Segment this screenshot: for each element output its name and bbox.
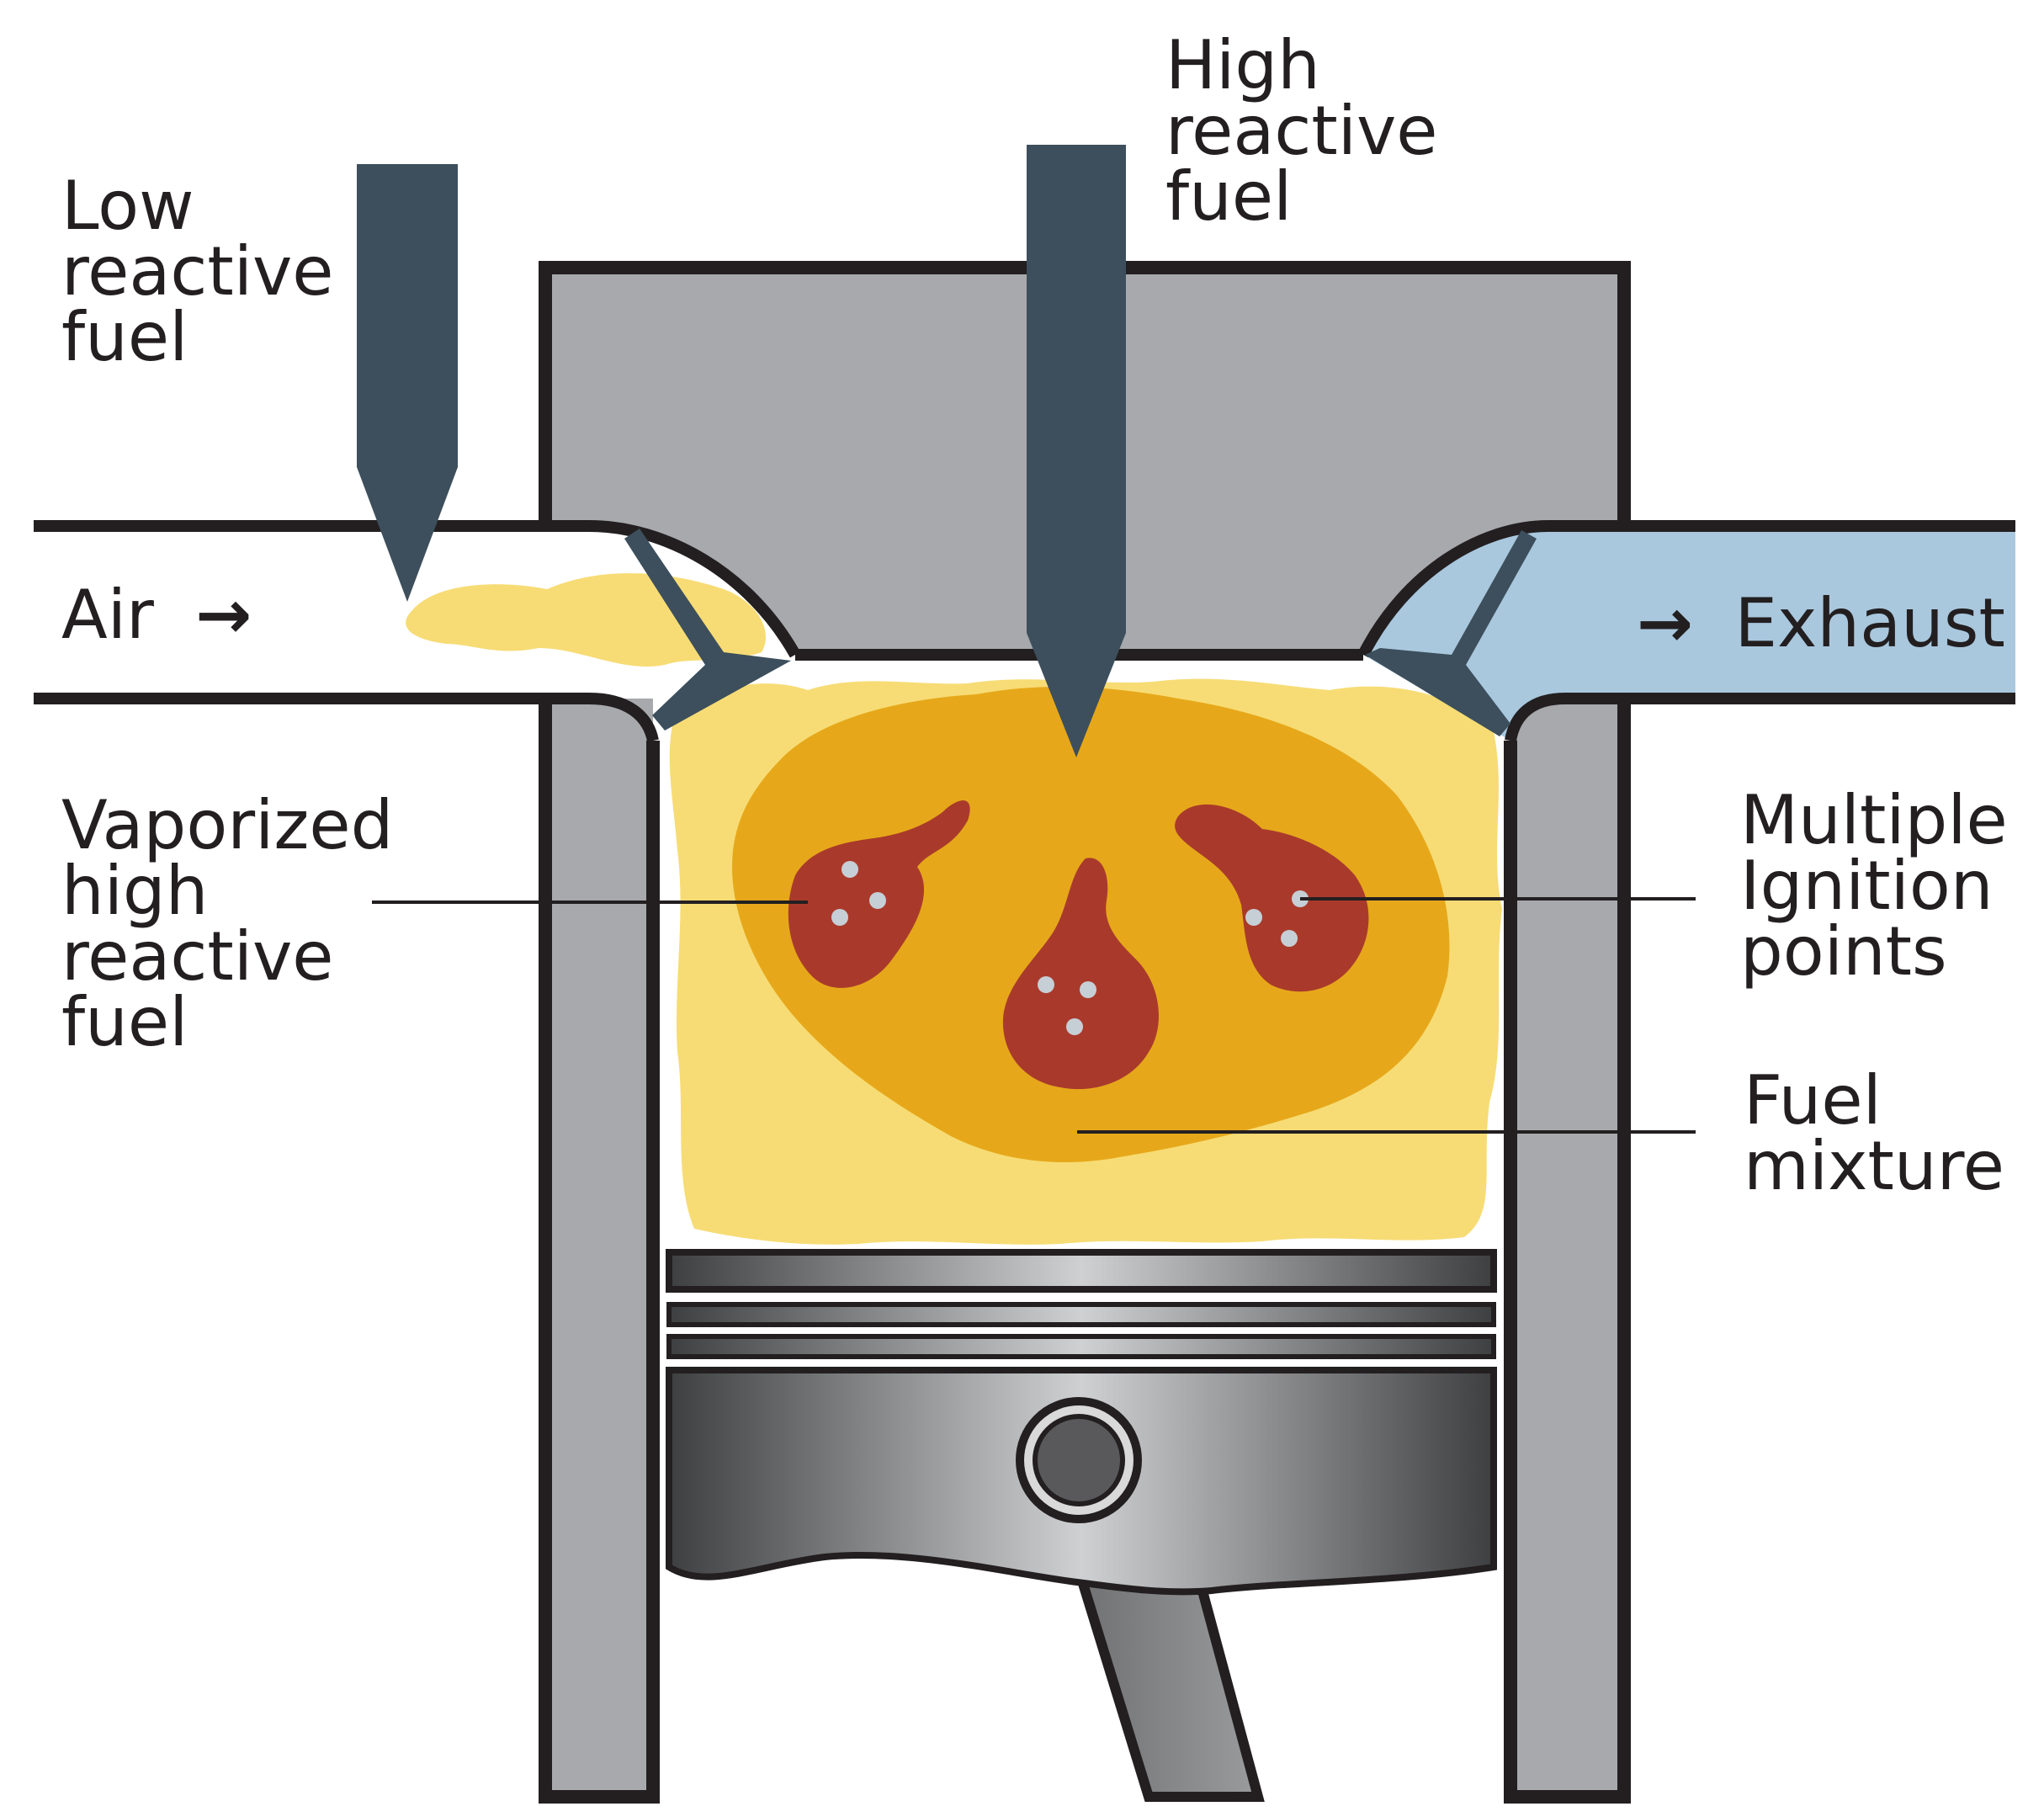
label-fuel-mixture: Fuel mixture — [1744, 1061, 2004, 1205]
label-exhaust: → Exhaust — [1637, 584, 2005, 662]
exhaust-valve — [1365, 530, 1537, 736]
intake-valve — [624, 529, 791, 731]
low-reactive-fuel-injector — [357, 164, 458, 602]
ignition-point — [1038, 976, 1054, 993]
wall-left-outline — [539, 699, 660, 1804]
piston — [666, 1249, 1497, 1596]
piston-crown — [666, 1249, 1497, 1293]
ignition-point — [1245, 909, 1262, 926]
label-vaporized-high-reactive-fuel: Vaporized high reactive fuel — [61, 786, 415, 1061]
flame-core-right — [1175, 804, 1369, 992]
piston-ring — [666, 1302, 1496, 1327]
ignition-point — [1281, 930, 1298, 947]
piston-ring — [666, 1334, 1496, 1359]
ignition-point — [841, 861, 858, 878]
valve-icon — [624, 529, 791, 731]
exhaust-arrow-icon: → — [1637, 584, 1693, 662]
wall-right-outline — [1504, 699, 1631, 1804]
ignition-points — [831, 861, 1309, 1035]
ignition-point — [1080, 981, 1096, 998]
cylinder-wall-right — [1510, 699, 1624, 1797]
label-low-reactive-fuel: Low reactive fuel — [61, 167, 355, 376]
high-reactive-fuel-injector — [1027, 145, 1126, 757]
exhaust-port — [1357, 520, 2015, 742]
cylinder-wall-left — [545, 699, 653, 1797]
ignition-point — [1066, 1018, 1083, 1035]
label-air: Air → — [61, 576, 252, 654]
air-arrow-icon: → — [195, 576, 252, 654]
valve-icon — [1365, 530, 1537, 736]
piston-pin — [1033, 1414, 1125, 1506]
flame-core-center — [1002, 858, 1159, 1090]
ignition-point — [831, 909, 848, 926]
ignition-point — [869, 892, 886, 909]
label-high-reactive-fuel: High reactive fuel — [1165, 26, 1459, 236]
label-multiple-ignition-points: Multiple Ignition points — [1740, 781, 2029, 991]
